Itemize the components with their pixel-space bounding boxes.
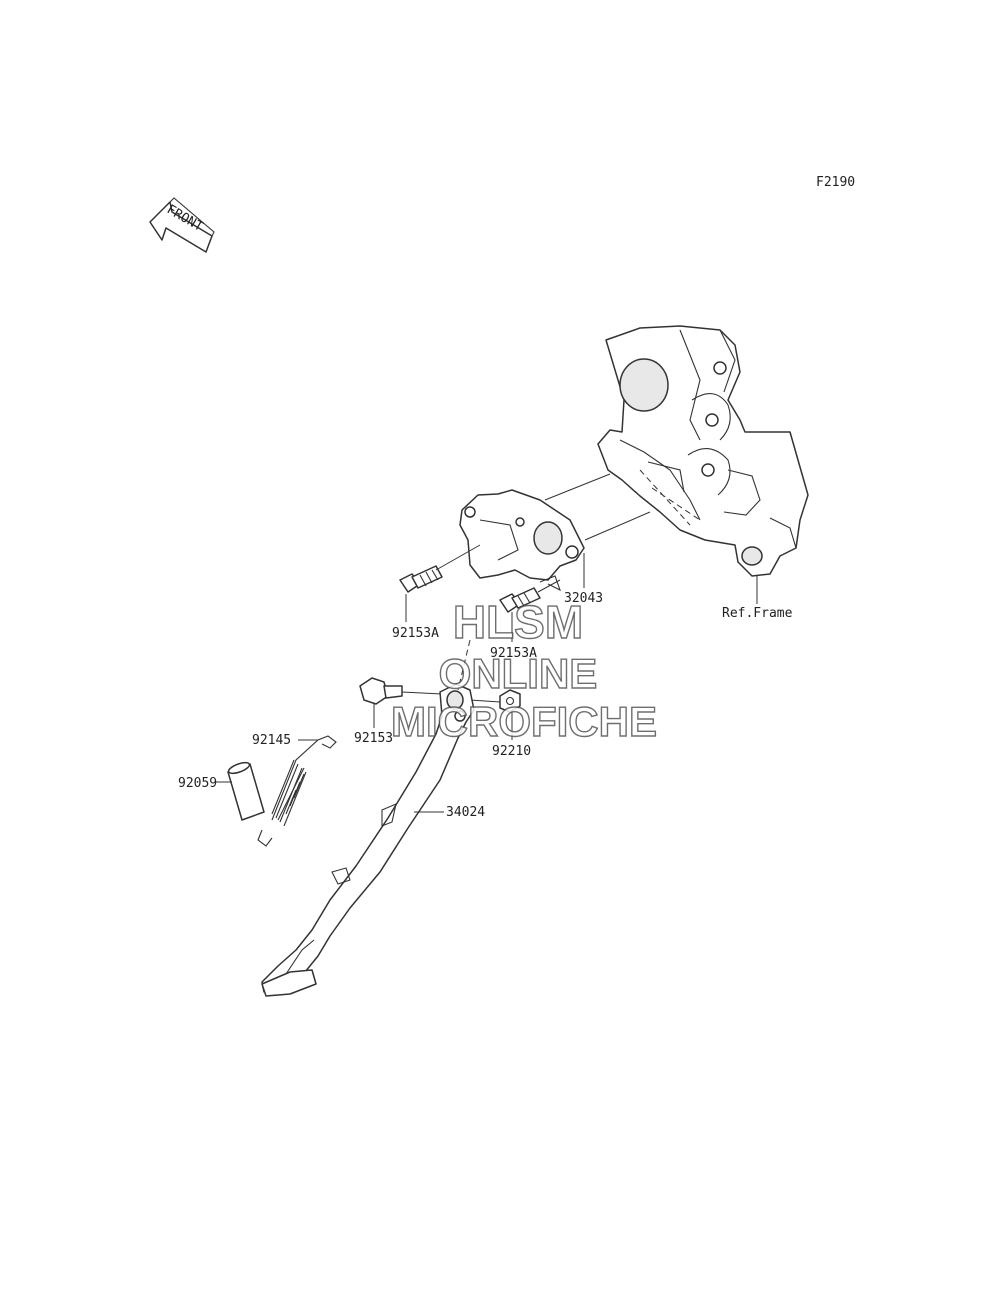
sleeve-label: 92059 bbox=[178, 776, 217, 791]
pivot-bolt-leader bbox=[401, 691, 443, 695]
bolt-upper-right-label: 92153A bbox=[490, 646, 537, 661]
pivot-bolt-label: 92153 bbox=[354, 731, 393, 746]
nut-leader bbox=[469, 699, 501, 703]
watermark: HLSM ONLINE MICROFICHE bbox=[390, 595, 657, 745]
bolt-upper-left-label: 92153A bbox=[392, 626, 439, 641]
watermark-line-1: HLSM bbox=[453, 596, 583, 648]
bolt-upper-left-icon bbox=[399, 565, 443, 593]
side-stand-icon bbox=[261, 683, 475, 997]
sleeve-icon bbox=[227, 761, 265, 821]
bracket-icon bbox=[459, 489, 585, 592]
watermark-line-2: ONLINE bbox=[439, 650, 598, 697]
side-stand-guide-line bbox=[457, 639, 471, 691]
bolt-upper-right-icon bbox=[499, 587, 541, 613]
bracket-label: 32043 bbox=[564, 591, 603, 606]
bolt-upper-left-leader bbox=[435, 544, 481, 571]
frame-icon bbox=[597, 325, 809, 577]
front-arrow-icon: FRONT bbox=[149, 197, 215, 253]
mount-line-upper bbox=[544, 473, 611, 501]
spring-label: 92145 bbox=[252, 733, 291, 748]
figure-code: F2190 bbox=[816, 175, 855, 190]
mount-line-lower bbox=[584, 511, 651, 541]
side-stand-label: 34024 bbox=[446, 805, 485, 820]
watermark-line-3: MICROFICHE bbox=[391, 698, 657, 745]
ref-frame-label: Ref.Frame bbox=[722, 606, 793, 621]
bolt-upper-right-leader bbox=[537, 579, 561, 593]
nut-label: 92210 bbox=[492, 744, 531, 759]
spring-icon bbox=[257, 735, 337, 847]
nut-icon bbox=[499, 689, 521, 713]
pivot-bolt-icon bbox=[359, 677, 403, 705]
